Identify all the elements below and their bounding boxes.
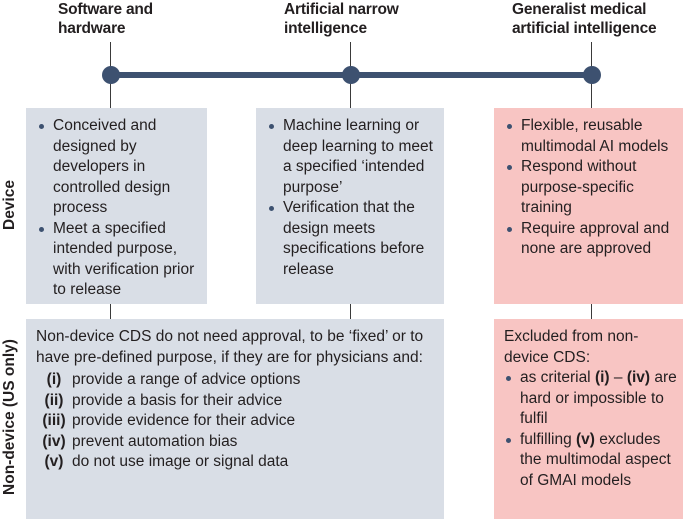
connector-line: [350, 304, 351, 319]
criterion-item: (ii) provide a basis for their advice: [36, 391, 436, 412]
criterion-text: provide a basis for their advice: [72, 391, 283, 409]
row-label-device: Device: [1, 180, 18, 230]
bullet-list: Machine learning or deep learning to mee…: [267, 116, 440, 280]
criterion-number: (iv): [42, 432, 66, 450]
bullet-item: Machine learning or deep learning to mee…: [267, 116, 440, 198]
heading-line: artificial intelligence: [512, 20, 657, 37]
criterion-text: prevent automation bias: [72, 432, 238, 450]
nondevice-intro: Non-device CDS do not need approval, to …: [36, 328, 424, 366]
heading-line: intelligence: [284, 20, 367, 37]
criterion-number: (iii): [42, 412, 66, 429]
criterion-ref: (iv): [626, 369, 651, 386]
text: excludes the multimodal aspect of GMAI m…: [520, 430, 671, 489]
bullet-item: Meet a specified intended purpose, with …: [37, 219, 201, 301]
criterion-text: provide evidence for their advice: [72, 412, 296, 429]
bullet-item: Respond without purpose-specific trainin…: [505, 157, 679, 219]
bullet-item: Verification that the design meets speci…: [267, 198, 440, 280]
criterion-item: (iii) provide evidence for their advice: [36, 411, 436, 432]
criterion-number: (ii): [44, 391, 64, 409]
criterion-item: (v) do not use image or signal data: [36, 452, 436, 473]
heading-artificial-narrow-intelligence: Artificial narrow intelligence: [284, 0, 399, 38]
heading-line: Artificial narrow: [284, 1, 399, 18]
bullet-item: Require approval and none are approved: [505, 219, 679, 260]
text: are hard or impossible to fulfil: [520, 369, 677, 427]
criterion-ref: (v): [576, 430, 595, 448]
timeline-dot-software: [102, 66, 120, 84]
heading-gmai: Generalist medical artificial intelligen…: [512, 0, 657, 38]
timeline-dot-gmai: [583, 66, 601, 84]
nondevice-gmai-box: Excluded from non-device CDS: as criteri…: [494, 319, 683, 519]
heading-software-hardware: Software and hardware: [58, 0, 153, 38]
bullet-list: as criterial (i) – (iv) are hard or impo…: [504, 368, 679, 491]
row-label-non-device: Non-device (US only): [1, 339, 18, 495]
bullet-item: Flexible, reusable multimodal AI models: [505, 116, 679, 157]
criterion-number: (i): [46, 371, 62, 388]
criterion-text: provide a range of advice options: [72, 371, 301, 388]
connector-line: [591, 304, 592, 319]
criterion-item: (iv) prevent automation bias: [36, 432, 436, 453]
text: –: [609, 369, 627, 386]
device-gmai-box: Flexible, reusable multimodal AI models …: [494, 108, 683, 304]
device-ani-box: Machine learning or deep learning to mee…: [256, 108, 444, 304]
bullet-item: as criterial (i) – (iv) are hard or impo…: [504, 368, 679, 430]
criterion-item: (i) provide a range of advice options: [36, 370, 436, 391]
criterion-ref: (i): [594, 369, 610, 386]
timeline-dot-ani: [342, 66, 360, 84]
heading-line: hardware: [58, 20, 126, 37]
text: as criterial: [520, 369, 595, 386]
bullet-item: fulfilling (v) excludes the multimodal a…: [504, 430, 679, 492]
criterion-number: (v): [44, 453, 64, 470]
heading-line: Generalist medical: [512, 1, 647, 18]
text: fulfilling: [520, 430, 576, 448]
device-software-box: Conceived and designed by developers in …: [26, 108, 207, 304]
criterion-text: do not use image or signal data: [72, 453, 289, 470]
bullet-list: Conceived and designed by developers in …: [37, 116, 201, 301]
heading-line: Software and: [58, 1, 153, 18]
nondevice-criteria-box: Non-device CDS do not need approval, to …: [26, 319, 444, 519]
bullet-list: Flexible, reusable multimodal AI models …: [505, 116, 679, 260]
connector-line: [110, 304, 111, 319]
bullet-item: Conceived and designed by developers in …: [37, 116, 201, 219]
gmai-excluded-intro: Excluded from non-device CDS:: [504, 328, 639, 366]
